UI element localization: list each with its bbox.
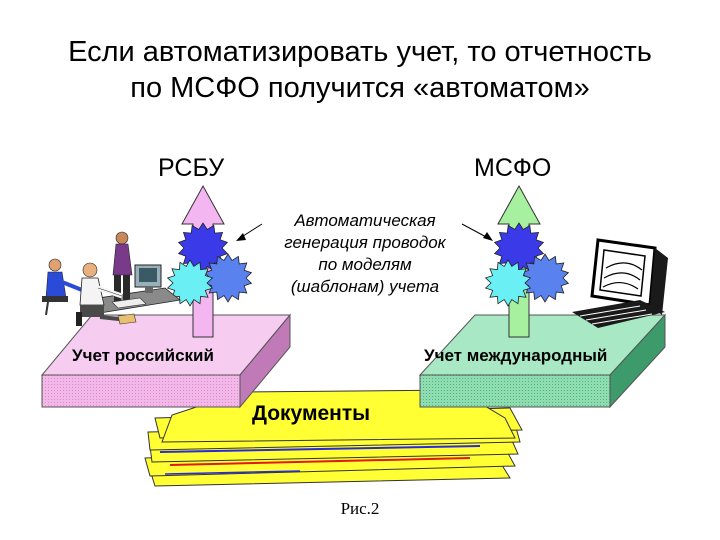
page-title-line-1: Если автоматизировать учет, то отчетност…: [68, 36, 652, 68]
msfo-label: МСФО: [474, 154, 552, 182]
international-accounting-label: Учет международный: [424, 346, 608, 365]
note-pointer-right: [461, 223, 493, 241]
computer-illustration: [572, 238, 668, 328]
rsbu-label: РСБУ: [158, 154, 225, 182]
left-star-burst: [166, 222, 253, 307]
office-workers-illustration: [42, 231, 181, 326]
page-title: Если автоматизировать учет, то отчетност…: [0, 34, 720, 106]
right-star-burst: [484, 222, 570, 307]
page-title-line-2: по МСФО получится «автоматом»: [130, 72, 590, 104]
russian-accounting-block: [40, 313, 292, 409]
note-line-3: по моделям: [318, 255, 412, 274]
international-accounting-block: [418, 313, 667, 409]
documents-label: Документы: [252, 402, 371, 425]
figure-caption: Рис.2: [340, 499, 380, 518]
note-line-1: Автоматическая: [294, 211, 436, 230]
note-line-4: (шаблонам) учета: [290, 277, 440, 296]
russian-accounting-label: Учет российский: [72, 346, 214, 365]
auto-generation-note: Автоматическая генерация проводок по мод…: [258, 210, 472, 298]
note-line-2: генерация проводок: [284, 233, 446, 252]
documents-stack: [144, 389, 523, 487]
note-pointer-left: [236, 223, 263, 241]
